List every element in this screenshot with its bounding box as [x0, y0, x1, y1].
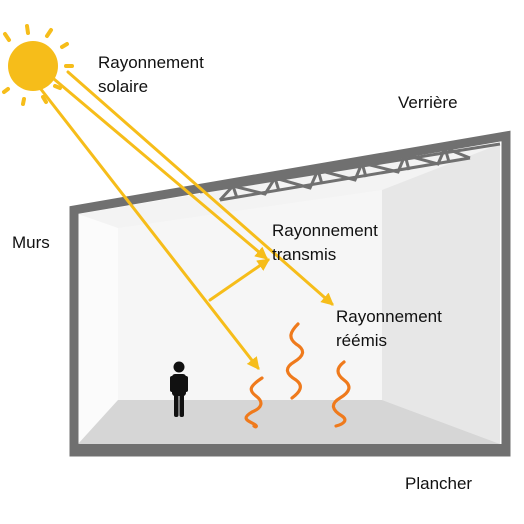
ray-transmitted: [46, 72, 268, 260]
label-solar-line1: Rayonnement: [98, 53, 204, 72]
ray-reflected: [208, 258, 271, 302]
heat-wave-icon: [285, 322, 305, 400]
heat-waves: [244, 322, 351, 429]
label-transmitted-line1: Rayonnement: [272, 221, 378, 240]
label-walls: Murs: [12, 233, 50, 252]
sun-icon: [2, 24, 74, 106]
label-transmitted-line2: transmis: [272, 245, 336, 264]
floor-slab: [70, 444, 510, 454]
heat-wave-icon: [331, 360, 351, 428]
label-solar-line2: solaire: [98, 77, 148, 96]
ray-deep: [66, 70, 334, 306]
building-outline: [69, 130, 511, 457]
person-icon: [170, 361, 188, 417]
label-roof: Verrière: [398, 93, 458, 112]
label-reemitted-line1: Rayonnement: [336, 307, 442, 326]
ray-floor: [38, 86, 260, 370]
solar-rays: [38, 70, 334, 370]
heat-wave-icon: [244, 376, 264, 429]
label-floor: Plancher: [405, 474, 472, 493]
label-reemitted-line2: réémis: [336, 331, 387, 350]
